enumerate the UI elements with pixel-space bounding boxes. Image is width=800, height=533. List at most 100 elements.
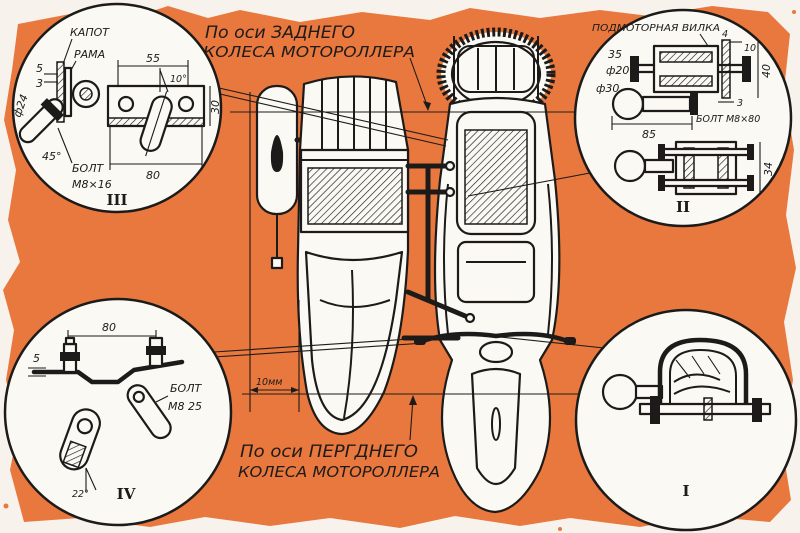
- frame-clamp: [444, 160, 456, 172]
- bolt-size-label: М8 25: [168, 400, 202, 413]
- offset-arrow: [250, 387, 258, 393]
- sidecar-frame-diagonal: [405, 289, 473, 321]
- bracket-liner: [659, 51, 713, 63]
- ball-joint-upper: [611, 87, 645, 121]
- dim-5-label: 5: [33, 352, 40, 365]
- clamp-nut-right: [752, 398, 762, 422]
- scooter-with-sidecar: 10мм: [213, 27, 605, 514]
- mounting-hole: [117, 95, 135, 113]
- sidecar-wheel-strut-end: [270, 256, 284, 270]
- angle-22-label: 22°: [72, 489, 89, 500]
- splash-drop: [792, 10, 796, 14]
- engine-fork-leader: [699, 33, 709, 47]
- inset-iv-numeral: IV: [117, 485, 136, 503]
- diameter-30-label: ф30: [596, 82, 619, 95]
- stud-centerline: [145, 91, 168, 157]
- height-30-label: 30: [209, 100, 222, 114]
- engine-fork-label: ПОДМОТОРНАЯ ВИЛКА: [592, 23, 720, 34]
- clamp-spacer: [703, 397, 713, 421]
- nut-lower: [747, 175, 754, 191]
- nut-left: [630, 56, 639, 82]
- leader-line-iii: [218, 87, 449, 141]
- scooter-side-fender-left: [443, 183, 449, 335]
- nut-lower: [747, 144, 754, 160]
- inset-ii-numeral: II: [676, 198, 690, 216]
- front-fender-slot: [491, 407, 501, 441]
- angle-10-label: 10°: [170, 74, 187, 85]
- bolt-nut: [40, 98, 64, 122]
- inclined-bolt-right: [126, 384, 172, 440]
- clamp-spring: [673, 385, 731, 395]
- scooter-footboard: [456, 240, 536, 304]
- leader-line-iv: [213, 342, 426, 358]
- clamp-arch-outer: [657, 337, 749, 415]
- clamp-hatch: [691, 355, 705, 375]
- clamp-arch-inner: [669, 349, 737, 412]
- bolt-hole: [76, 418, 93, 435]
- gap-3-label: 3: [36, 77, 43, 90]
- scooter-side-fender-right: [547, 183, 553, 335]
- offset-label: 10мм: [256, 377, 282, 388]
- bolt-size-label: М8×16: [72, 178, 112, 191]
- sidecar-nose-panel: [304, 250, 404, 422]
- clamp-nut-left: [650, 396, 660, 424]
- ball-joint: [601, 373, 639, 411]
- dim-35-label: 35: [608, 48, 622, 61]
- leader-line-iv: [213, 337, 426, 353]
- hood-label: КАПОТ: [70, 26, 110, 39]
- height-34-label: 34: [762, 162, 775, 176]
- bracket-bolt-cap-left: [64, 336, 76, 346]
- hood-leader: [62, 38, 73, 65]
- scooter-headlight: [478, 340, 514, 364]
- bolt-label: БОЛТ: [72, 162, 104, 175]
- inset-iv: 80 5 БОЛТ М8 25 22° IV: [3, 297, 233, 527]
- angle-45-label: 45°: [42, 150, 62, 163]
- gap-5-label: 5: [36, 62, 43, 75]
- ball-stem-upper: [641, 95, 692, 113]
- width-55-label: 55: [146, 52, 160, 65]
- nut-lower: [658, 175, 665, 191]
- leader-line-i: [471, 333, 605, 349]
- scooter-seat-panel: [464, 129, 528, 225]
- fork-plate: [721, 39, 731, 99]
- hood-plate: [63, 66, 73, 118]
- mounting-hole: [177, 95, 195, 113]
- leader-line-ii: [467, 172, 591, 197]
- rear-axis-label-line1: По оси ЗАДНЕГО: [205, 23, 355, 43]
- dim-10-label: 10: [744, 43, 756, 54]
- ball-stem-lower: [643, 158, 675, 174]
- bolt-section: [62, 440, 87, 469]
- leader-line-iii: [219, 93, 447, 147]
- inset-i-numeral: I: [682, 482, 689, 500]
- front-axis-arrow: [409, 395, 417, 405]
- rear-axis-label-line2: КОЛЕСА МОТОРОЛЛЕРА: [203, 43, 415, 61]
- dim-3-label: 3: [737, 98, 743, 109]
- angle-10-line: [159, 69, 169, 93]
- rear-axis-leader: [409, 57, 429, 109]
- inset-i-circle: [574, 308, 798, 532]
- ball-joint-lower: [613, 149, 647, 183]
- inset-iii: КАПОТ РАМА 5 3 ф24 45° БОЛТ М8×16 55: [11, 2, 223, 214]
- bolt-rod-lower: [660, 147, 752, 157]
- sidecar-wheel-hub: [270, 135, 284, 172]
- frame-label: РАМА: [74, 48, 105, 61]
- inset-iii-numeral: III: [106, 191, 127, 209]
- length-80-label: 80: [146, 169, 160, 182]
- splash-drop: [558, 527, 562, 531]
- bolt-leader: [155, 395, 169, 403]
- scooter-front-fender: [470, 367, 522, 486]
- nut-lower: [658, 144, 665, 160]
- angle-22-line: [85, 467, 97, 491]
- diameter-20-label: ф20: [606, 64, 629, 77]
- clamp-hatch: [707, 355, 721, 375]
- bracket-nut-right: [146, 346, 166, 355]
- length-80-label: 80: [102, 321, 116, 334]
- bracket-liner: [659, 75, 713, 87]
- nut-right: [742, 56, 751, 82]
- frame-clamp: [444, 186, 456, 198]
- inset-ii: ПОДМОТОРНАЯ ВИЛКА 4 10 40 35 ф20 ф30 3 8…: [573, 8, 793, 228]
- bracket-nut-left: [60, 352, 80, 361]
- inclined-bolt: [18, 98, 64, 144]
- length-85-label: 85: [642, 128, 656, 141]
